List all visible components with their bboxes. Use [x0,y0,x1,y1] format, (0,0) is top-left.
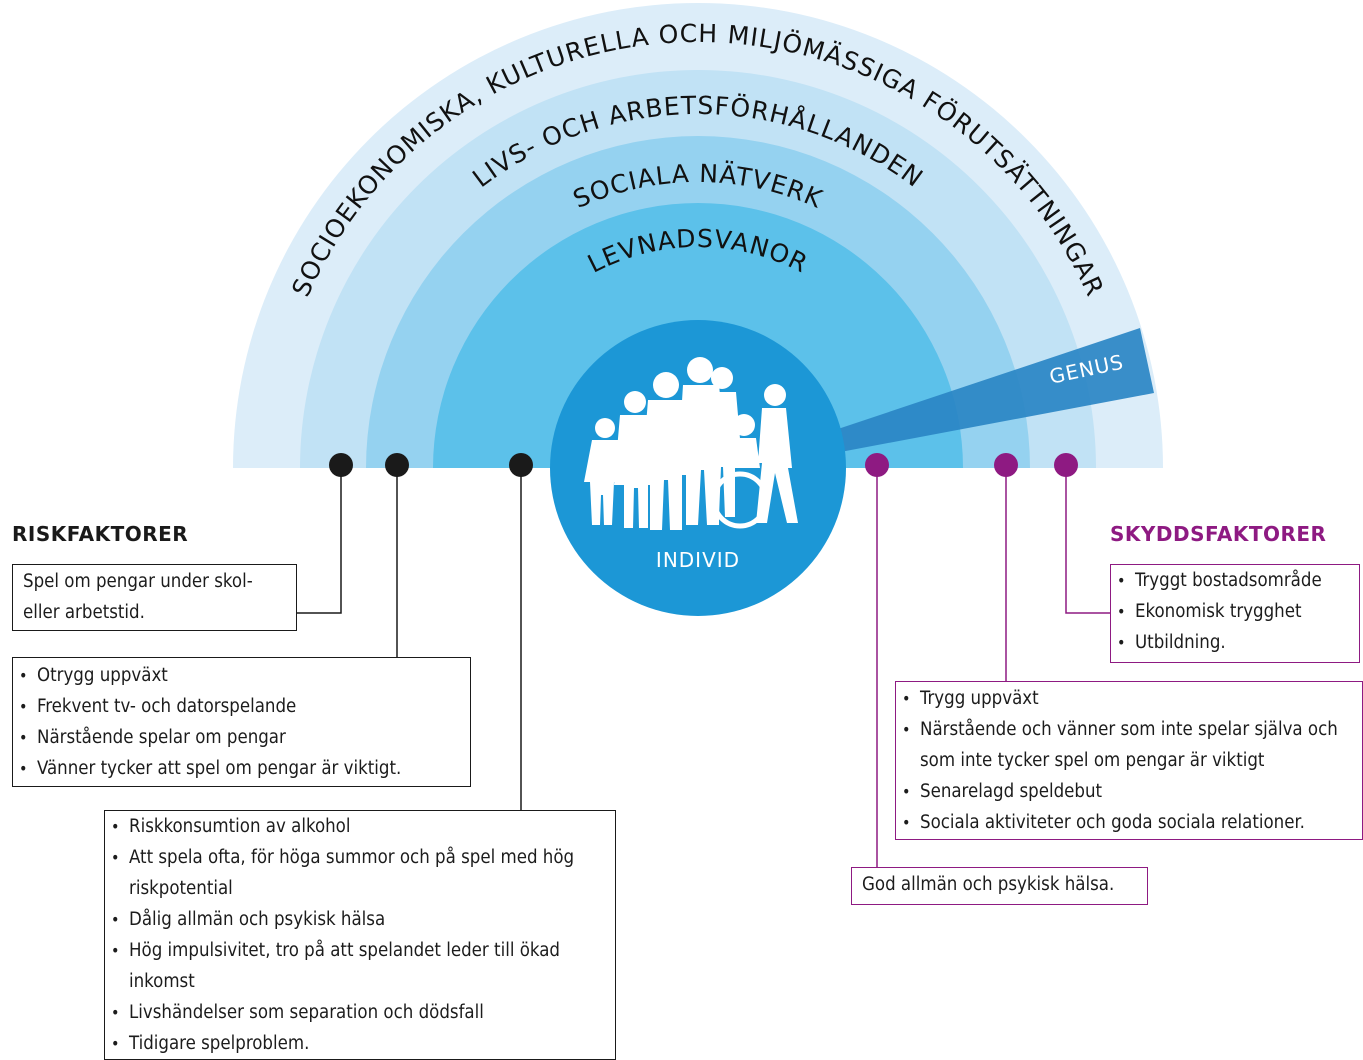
list-item: Tryggt bostadsområde [1111,565,1359,596]
list-item: Utbildning. [1111,627,1359,658]
protect-box-health: God allmän och psykisk hälsa. [851,867,1148,905]
list-item: Livshändelser som separation och dödsfal… [105,997,615,1028]
risk-dot-2 [385,453,409,477]
protect-text-line: God allmän och psykisk hälsa. [862,874,1115,895]
people-silhouette-icon [584,357,798,530]
risk-text-line: eller arbetstid. [23,602,145,623]
risk-box-school-work: Spel om pengar under skol- eller arbetst… [12,564,297,631]
list-item: Frekvent tv- och datorspelande [13,691,470,722]
protective-factors-heading: SKYDDSFAKTORER [1110,522,1327,546]
list-item: Att spela ofta, för höga summor och på s… [105,842,615,904]
protect-connectors [876,465,1110,867]
list-item: Vänner tycker att spel om pengar är vikt… [13,753,470,784]
individual-label: INDIVID [656,548,740,572]
list-item: Hög impulsivitet, tro på att spelandet l… [105,935,615,997]
list-item: Trygg uppväxt [896,683,1362,714]
protect-box-social-networks: Trygg uppväxt Närstående och vänner som … [895,681,1363,840]
risk-box-lifestyle: Riskkonsumtion av alkohol Att spela ofta… [104,810,616,1060]
risk-factors-heading: RISKFAKTORER [12,522,189,546]
list-item: Otrygg uppväxt [13,660,470,691]
list-item: Dålig allmän och psykisk hälsa [105,904,615,935]
list-item: Närstående och vänner som inte spelar sj… [896,714,1362,776]
list-item: Senarelagd speldebut [896,776,1362,807]
risk-dot-3 [509,453,533,477]
risk-connectors [297,465,522,810]
risk-text-line: Spel om pengar under skol- [23,571,253,592]
gender-band [790,328,1154,460]
protect-dot-3 [1054,453,1078,477]
protect-dot-1 [865,453,889,477]
risk-dots [329,453,533,477]
risk-box-social-networks: Otrygg uppväxt Frekvent tv- och datorspe… [12,657,471,787]
protect-dots [865,453,1078,477]
list-item: Sociala aktiviteter och goda sociala rel… [896,807,1362,838]
list-item: Tidigare spelproblem. [105,1028,615,1059]
list-item: Ekonomisk trygghet [1111,596,1359,627]
list-item: Närstående spelar om pengar [13,722,470,753]
protect-dot-2 [994,453,1018,477]
risk-dot-1 [329,453,353,477]
list-item: Riskkonsumtion av alkohol [105,811,615,842]
protect-box-socioeconomic: Tryggt bostadsområde Ekonomisk trygghet … [1110,564,1360,663]
